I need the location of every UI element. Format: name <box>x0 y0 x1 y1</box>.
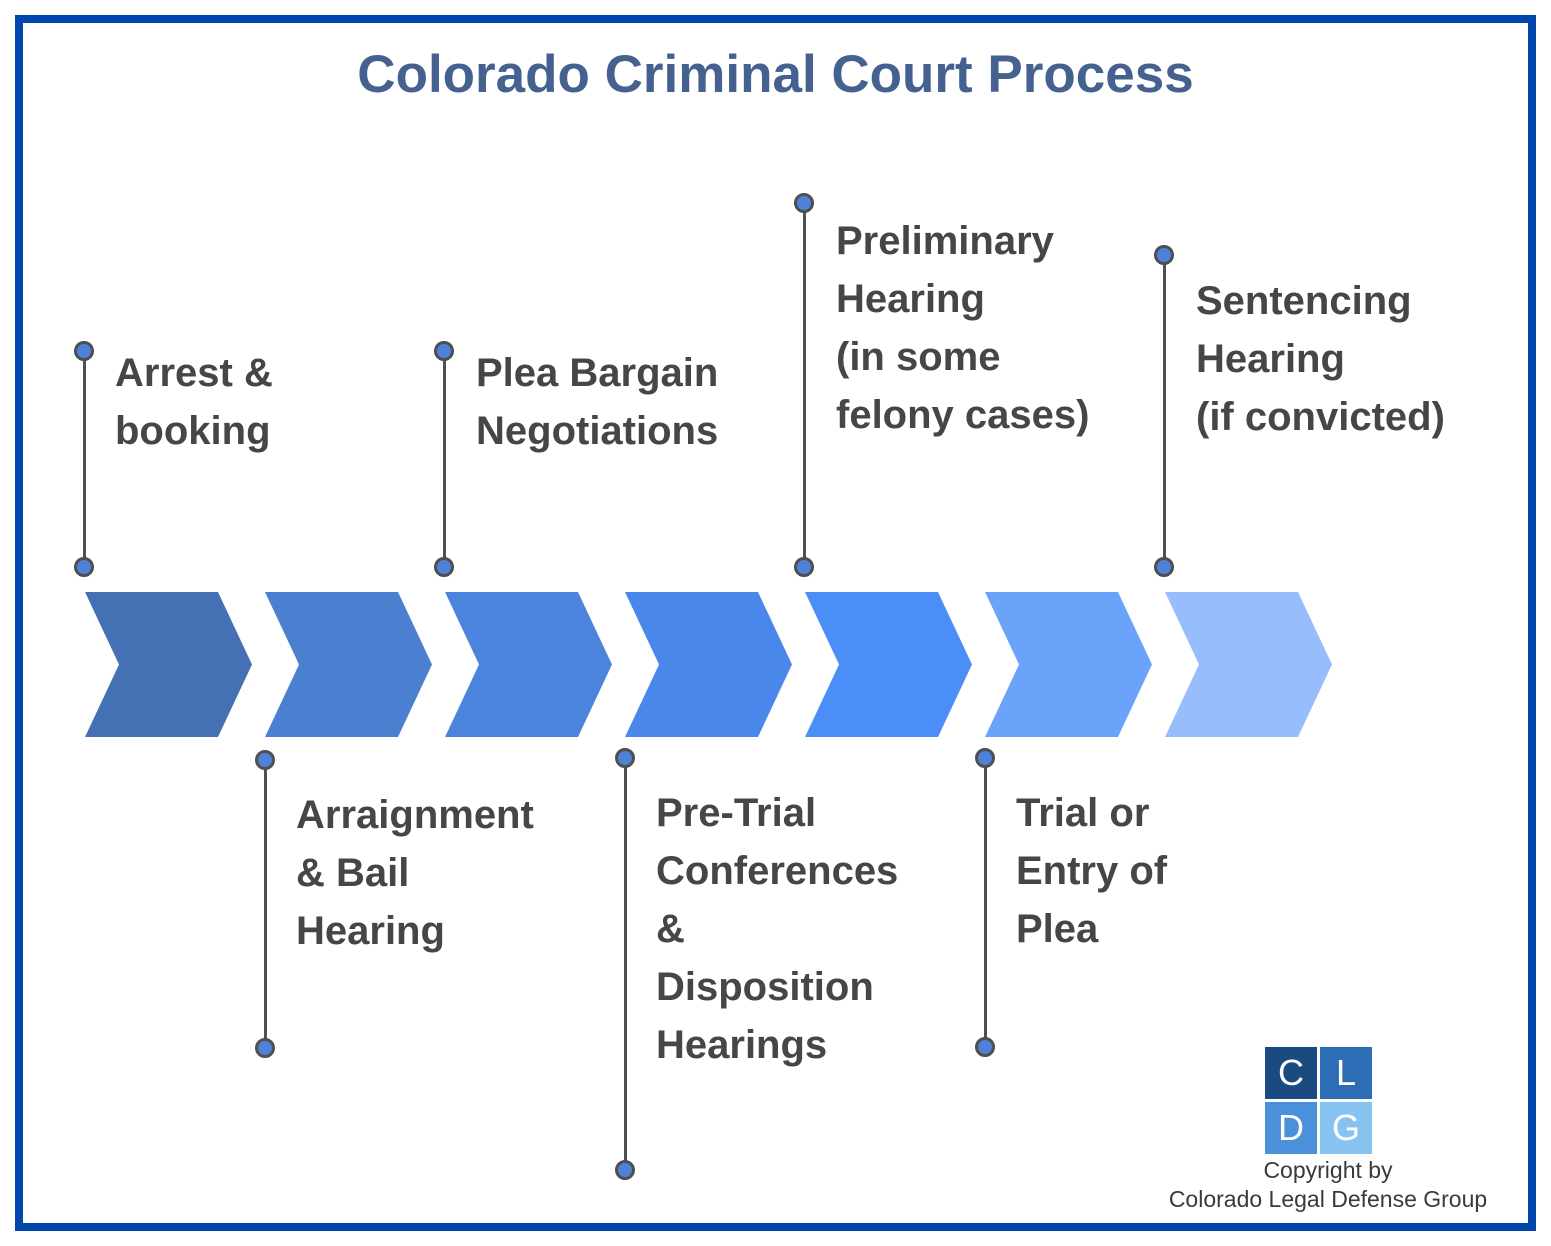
connector-line <box>443 351 446 567</box>
step-label-arrest-booking: Arrest & booking <box>115 351 273 453</box>
step-label-preliminary-hearing: Preliminary Hearing (in some felony case… <box>836 219 1090 437</box>
chevron-arrow-5 <box>805 592 972 737</box>
connector-dot <box>434 557 454 577</box>
page-title: Colorado Criminal Court Process <box>357 45 1194 104</box>
connector-dot <box>615 1160 635 1180</box>
logo-square-d: D <box>1265 1102 1317 1154</box>
connector-dot <box>975 1037 995 1057</box>
connector-line <box>624 758 627 1170</box>
connector-line <box>984 758 987 1047</box>
connector-dot <box>1154 557 1174 577</box>
logo-square-g: G <box>1320 1102 1372 1154</box>
connector-dot <box>794 193 814 213</box>
step-label-trial-entry-plea: Trial or Entry of Plea <box>1016 791 1168 951</box>
step-label-pretrial-disposition: Pre-Trial Conferences & Disposition Hear… <box>656 791 899 1067</box>
connector-dot <box>74 557 94 577</box>
chevron-arrow-2 <box>265 592 432 737</box>
logo-square-l: L <box>1320 1047 1372 1099</box>
step-label-plea-bargain: Plea Bargain Negotiations <box>476 351 719 453</box>
connector-line <box>803 203 806 567</box>
logo-square-c: C <box>1265 1047 1317 1099</box>
connector-dot <box>255 1038 275 1058</box>
connector-dot <box>794 557 814 577</box>
chevron-arrow-6 <box>985 592 1152 737</box>
connector-dot <box>975 748 995 768</box>
connector-line <box>83 351 86 567</box>
connector-dot <box>1154 245 1174 265</box>
connector-dot <box>434 341 454 361</box>
step-label-arraignment-bail: Arraignment & Bail Hearing <box>296 793 534 953</box>
connector-dot <box>255 750 275 770</box>
connector-dot <box>615 748 635 768</box>
connector-line <box>1163 255 1166 567</box>
chevron-arrow-4 <box>625 592 792 737</box>
connector-line <box>264 760 267 1048</box>
chevron-arrow-3 <box>445 592 612 737</box>
copyright-text: Copyright by Colorado Legal Defense Grou… <box>1168 1157 1488 1212</box>
connector-dot <box>74 341 94 361</box>
cldg-logo: C L D G <box>1265 1047 1372 1154</box>
chevron-arrow-7 <box>1165 592 1332 737</box>
chevron-arrow-1 <box>85 592 252 737</box>
step-label-sentencing-hearing: Sentencing Hearing (if convicted) <box>1196 279 1445 439</box>
